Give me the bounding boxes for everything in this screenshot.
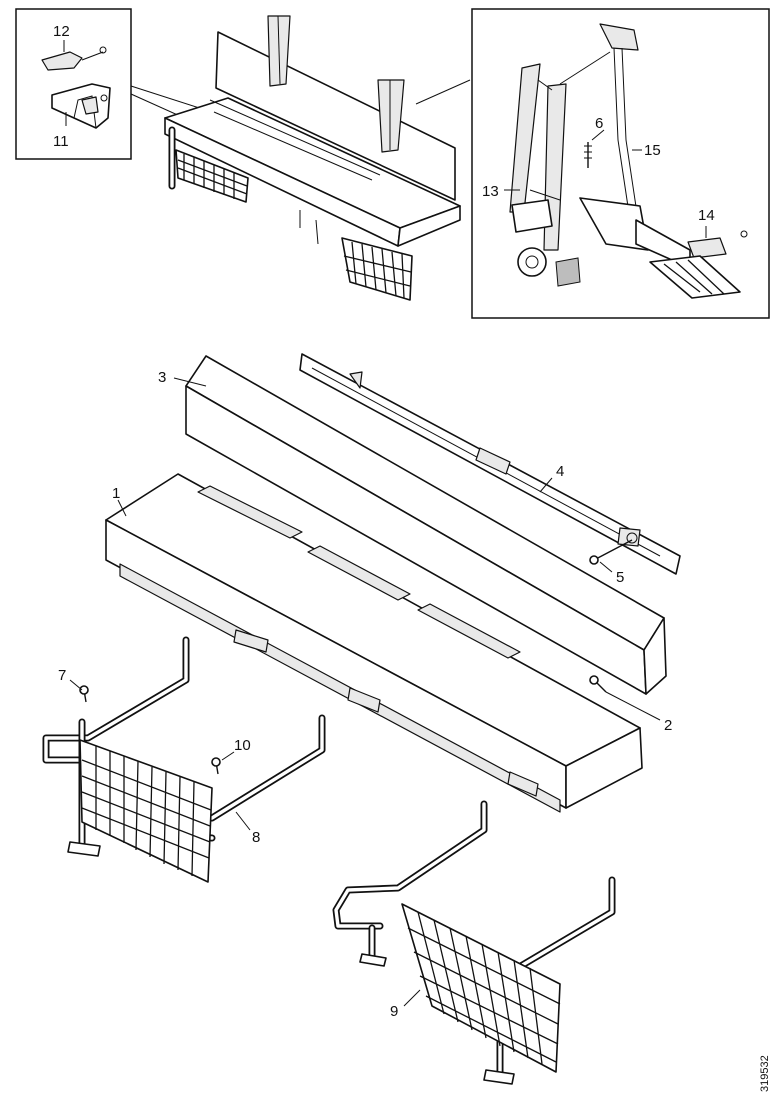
- callout-7: 7: [58, 667, 66, 684]
- part-4-rail: [299, 353, 681, 575]
- callout-11: 11: [53, 133, 69, 150]
- part-15-upper-bracket: [579, 23, 691, 269]
- callout-4: 4: [556, 463, 564, 480]
- callout-10: 10: [234, 737, 251, 754]
- part-9-guard-right: [332, 800, 616, 1085]
- leader-detail-right: [415, 79, 471, 105]
- document-id: 319532: [759, 1055, 771, 1092]
- callout-14: 14: [698, 207, 715, 224]
- part-6-bolt: [584, 142, 592, 168]
- callout-1: 1: [112, 485, 120, 502]
- callout-13: 13: [482, 183, 499, 200]
- leader-4: [539, 477, 553, 493]
- callout-15: 15: [644, 142, 661, 159]
- overview-guard-right: [341, 237, 413, 301]
- part-3-backrest: [185, 355, 667, 695]
- callout-12: 12: [53, 23, 70, 40]
- part-11-bracket: [51, 83, 111, 129]
- part-5-screw: [589, 539, 633, 565]
- callout-6: 6: [595, 115, 603, 132]
- part-2-screw: [589, 675, 607, 693]
- callout-3: 3: [158, 369, 166, 386]
- leader-10: [221, 751, 235, 761]
- detail-box-brackets: 12 11: [15, 8, 132, 160]
- part-14-latch: [649, 230, 748, 299]
- part-7-screw: [79, 685, 89, 703]
- detail-box-seatbelt: 13 6 15 14: [471, 8, 770, 319]
- overview-bench-assembly: [164, 15, 461, 301]
- leader-2: [605, 691, 661, 721]
- leader-9: [403, 989, 421, 1007]
- leader-5: [599, 561, 613, 573]
- leader-3: [173, 377, 207, 387]
- leader-1: [117, 499, 127, 517]
- part-12-latch: [41, 46, 107, 71]
- part-10-screw: [211, 757, 221, 775]
- callout-8: 8: [252, 829, 260, 846]
- callout-9: 9: [390, 1003, 398, 1020]
- callout-5: 5: [616, 569, 624, 586]
- leader-7: [69, 679, 83, 691]
- part-13-seatbelt: [509, 63, 581, 287]
- callout-2: 2: [664, 717, 672, 734]
- part-8-guard-left: [42, 636, 326, 883]
- overview-guard-left: [168, 126, 249, 203]
- leader-8: [235, 811, 251, 831]
- part-1-seat-cushion: [105, 473, 643, 813]
